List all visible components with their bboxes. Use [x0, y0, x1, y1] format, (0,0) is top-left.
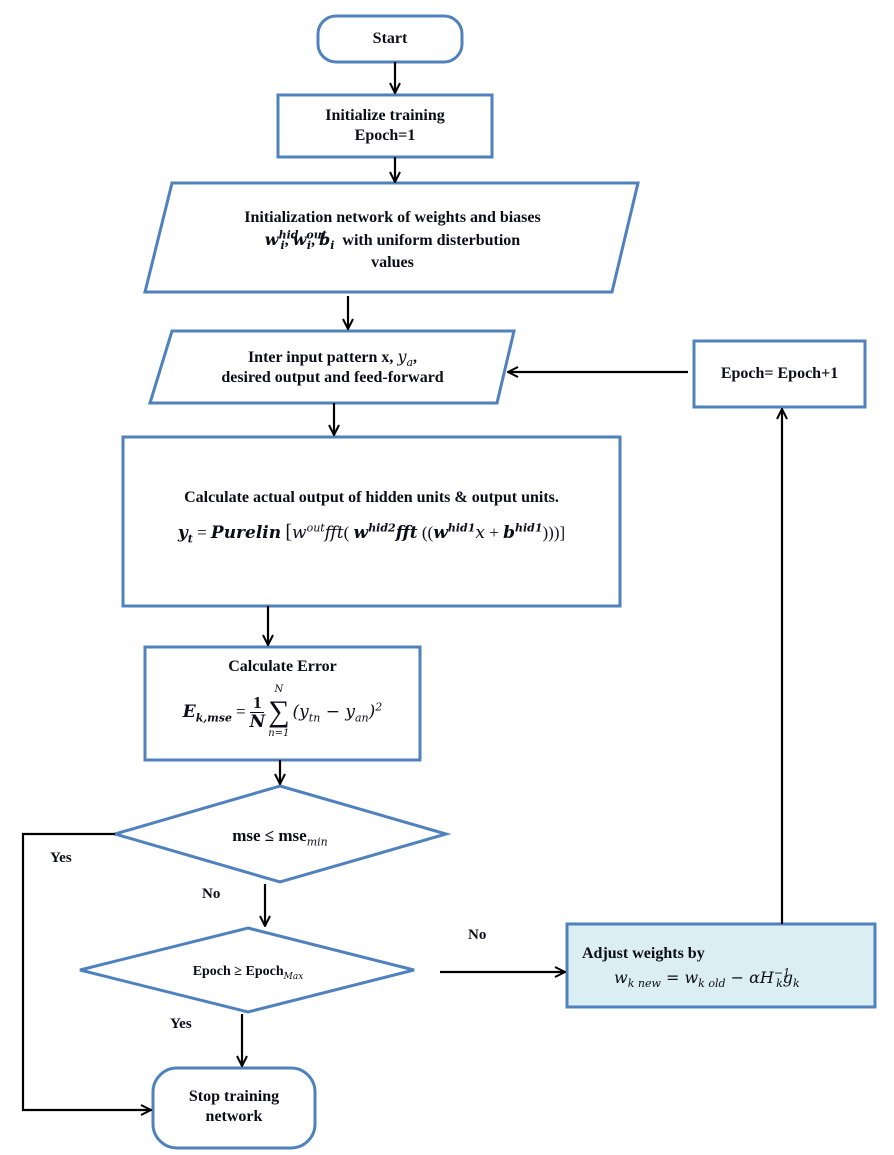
stop-terminator-shape [151, 1066, 317, 1150]
desired-output-symbol: ya [397, 347, 414, 370]
adjust-weights-formula: wk new = wk old − αH−1kgk [614, 966, 800, 991]
init-weights-line2-tail: with uniform disterbution [342, 232, 521, 249]
decision-mse-diamond-shape [109, 784, 452, 884]
adjust-weights-title: Adjust weights by [582, 945, 705, 962]
calc-error-title: Calculate Error [228, 658, 337, 675]
epoch-increment-box-shape [692, 339, 867, 409]
input-pattern-line1: Inter input pattern x, ya, [247, 347, 418, 370]
init-weights-node: Initialization network of weights and bi… [160, 207, 625, 274]
start-terminator-shape [316, 14, 464, 64]
calc-error-formula: Ek,mse = 1 N N ∑ n=1 (ytn − yan)2 [182, 684, 383, 739]
stop-line2: network [205, 1108, 263, 1125]
init-training-box-shape [276, 93, 494, 159]
init-training-node: Initialize training Epoch=1 [278, 106, 492, 146]
calc-output-box-shape [121, 435, 622, 608]
decision-epoch-node: Epoch ≥ EpochMax [192, 964, 304, 982]
edge-label-mse-yes: Yes [50, 850, 72, 866]
adjust-weights-node: Adjust weights by wk new = wk old − αH−1… [582, 944, 872, 991]
init-training-line2: Epoch=1 [354, 127, 416, 144]
bias-symbol: bi [319, 230, 335, 253]
init-weights-parallelogram-shape [143, 181, 640, 294]
stop-node: Stop training network [153, 1087, 315, 1127]
epoch-increment-label: Epoch= Epoch+1 [720, 365, 839, 382]
calc-output-formula: yt = Purelin [woutfft( whid2fft ((whid1x… [177, 521, 566, 546]
input-pattern-line2: desired output and feed-forward [221, 369, 444, 386]
weight-hidden-symbol: whidi [264, 228, 299, 253]
calc-output-title: Calculate actual output of hidden units … [184, 489, 559, 506]
calc-error-node: Calculate Error Ek,mse = 1 N N ∑ n=1 (yt… [145, 657, 420, 741]
decision-epoch-diamond-shape [79, 926, 415, 1014]
weight-output-symbol: wouti [292, 228, 327, 253]
edge-label-epoch-yes: Yes [170, 1016, 192, 1032]
init-training-line1: Initialize training [325, 107, 445, 124]
adjust-weights-box-shape [565, 922, 877, 1009]
edge-label-mse-no: No [202, 886, 221, 902]
init-weights-line3: values [371, 254, 414, 271]
calc-error-box-shape [143, 645, 422, 762]
arrow-mse-yes-to-stop [21, 832, 151, 1110]
epoch-increment-node: Epoch= Epoch+1 [694, 364, 865, 384]
init-weights-line1: Initialization network of weights and bi… [244, 209, 541, 226]
start-node: Start [318, 29, 462, 49]
input-pattern-parallelogram-shape [147, 329, 516, 405]
decision-epoch-label: Epoch ≥ Epoch [192, 964, 284, 979]
calc-output-node: Calculate actual output of hidden units … [123, 488, 620, 546]
decision-mse-label: mse ≤ mse [232, 826, 307, 845]
input-pattern-node: Inter input pattern x, ya, desired outpu… [160, 347, 505, 388]
stop-line1: Stop training [188, 1088, 280, 1105]
init-weights-line2: whidi, wouti, bi with uniform disterbuti… [264, 228, 521, 253]
edge-label-epoch-no: No [468, 927, 487, 943]
start-label: Start [372, 30, 408, 47]
decision-mse-node: mse ≤ msemin [232, 826, 328, 849]
